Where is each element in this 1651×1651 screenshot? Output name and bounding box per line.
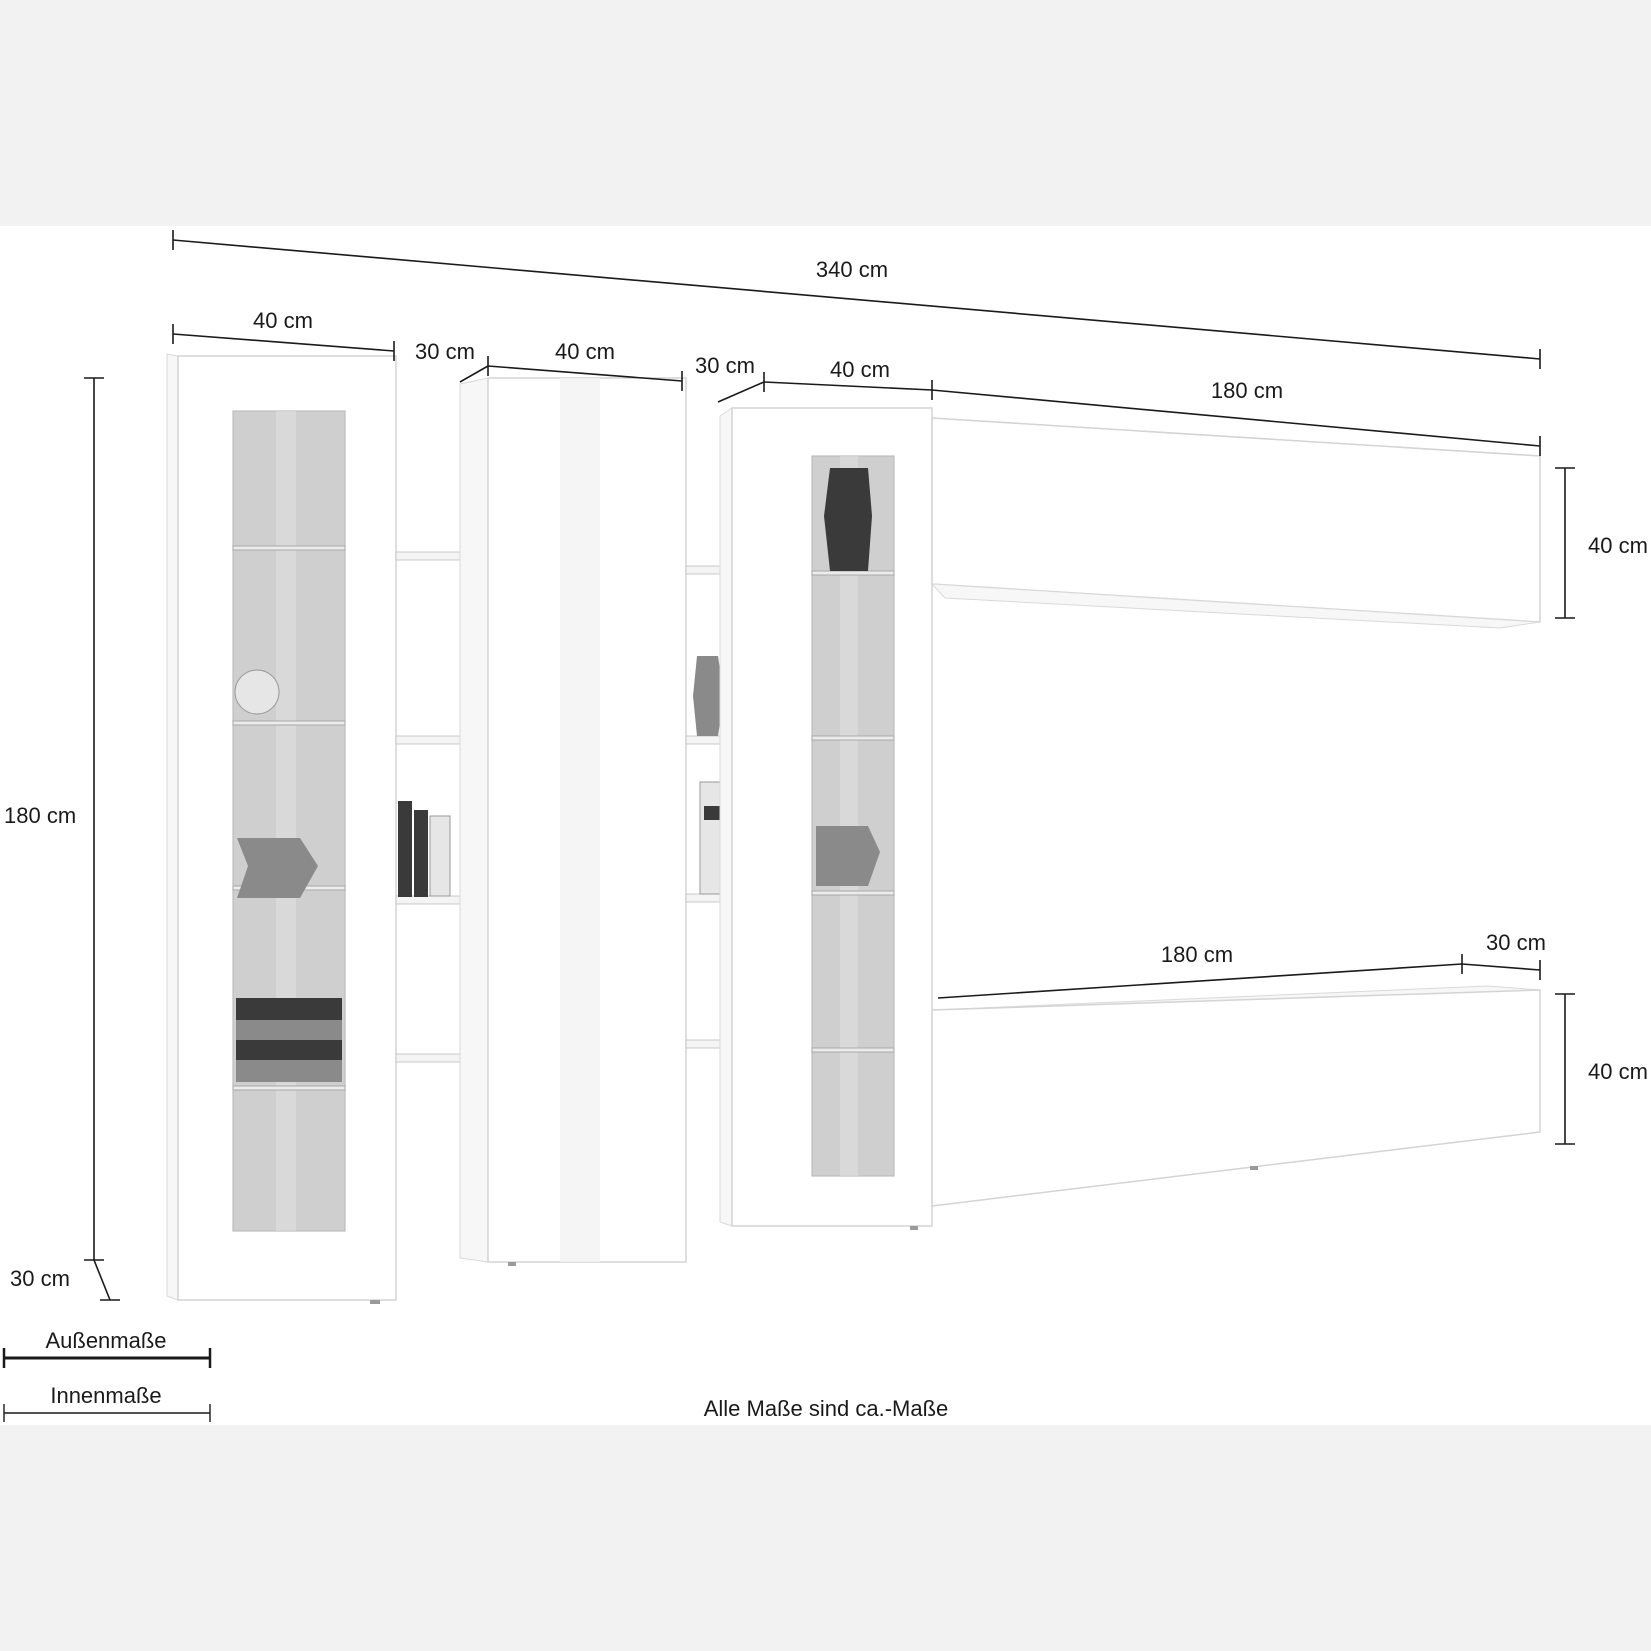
label-depth: 30 cm bbox=[10, 1266, 70, 1291]
label-cab1-width: 40 cm bbox=[253, 308, 313, 333]
legend-outer-label: Außenmaße bbox=[45, 1328, 166, 1353]
book-icon bbox=[398, 801, 412, 897]
bowl-icon bbox=[816, 826, 880, 886]
approx-note: Alle Maße sind ca.-Maße bbox=[704, 1396, 949, 1421]
vase-icon bbox=[693, 656, 724, 736]
dimension-drawing: 340 cm 40 cm 30 cm 40 cm 30 cm 40 cm 180… bbox=[0, 226, 1651, 1425]
bowl-icon bbox=[237, 838, 318, 898]
vitrine-left bbox=[166, 353, 397, 1304]
label-gap1-width: 30 cm bbox=[415, 339, 475, 364]
label-wall-unit-width: 180 cm bbox=[1211, 378, 1283, 403]
wall-unit bbox=[930, 417, 1541, 629]
book-icon bbox=[236, 998, 342, 1020]
label-wall-unit-height: 40 cm bbox=[1588, 533, 1648, 558]
label-lowboard-width: 180 cm bbox=[1161, 942, 1233, 967]
tall-cabinet-middle bbox=[459, 377, 687, 1266]
label-cab3-width: 40 cm bbox=[830, 357, 890, 382]
label-lowboard-depth: 30 cm bbox=[1486, 930, 1546, 955]
clock-icon bbox=[234, 669, 280, 715]
lowboard bbox=[931, 985, 1541, 1207]
legend: Außenmaße Innenmaße bbox=[2, 1328, 212, 1422]
furniture-diagram: 340 cm 40 cm 30 cm 40 cm 30 cm 40 cm 180… bbox=[2, 230, 1648, 1422]
label-lowboard-height: 40 cm bbox=[1588, 1059, 1648, 1084]
label-gap2-width: 30 cm bbox=[695, 353, 755, 378]
open-shelf-1 bbox=[395, 551, 489, 1063]
label-total-width: 340 cm bbox=[816, 257, 888, 282]
vase-icon bbox=[824, 468, 872, 571]
dimension-lines bbox=[84, 230, 1575, 1301]
label-total-height: 180 cm bbox=[4, 803, 76, 828]
label-cab2-width: 40 cm bbox=[555, 339, 615, 364]
legend-inner-label: Innenmaße bbox=[50, 1383, 161, 1408]
vitrine-right bbox=[719, 407, 933, 1230]
